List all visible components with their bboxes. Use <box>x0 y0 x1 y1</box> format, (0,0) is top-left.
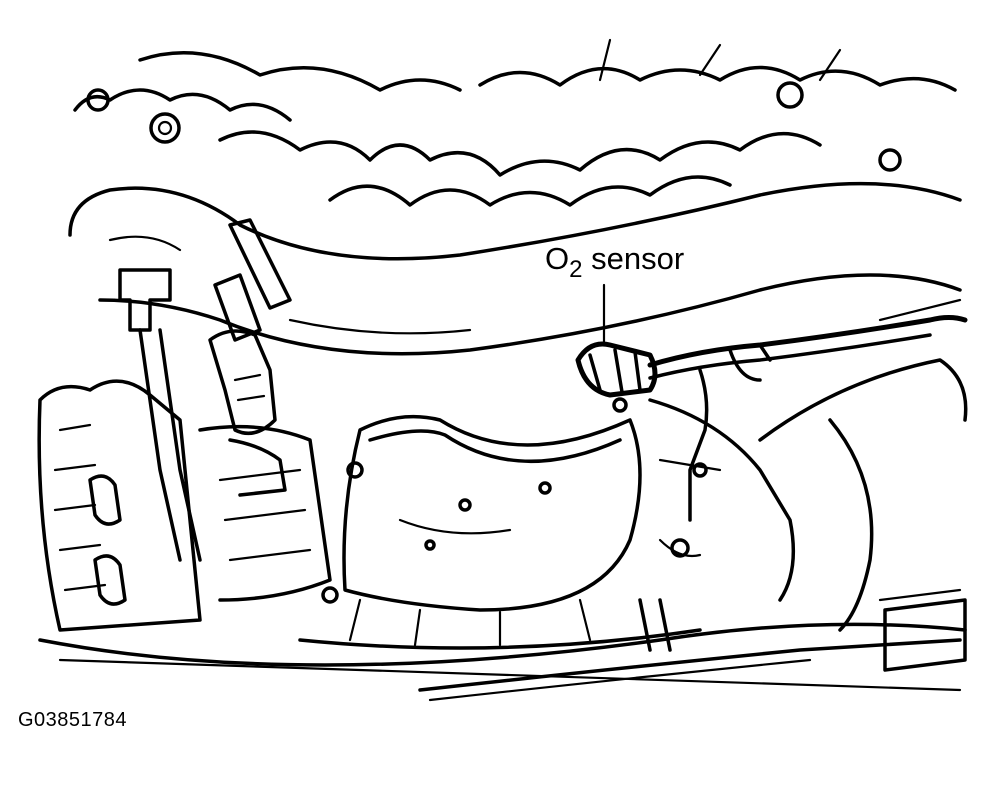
pipes-and-hoses-lower <box>298 598 962 702</box>
figure-id: G03851784 <box>18 709 128 731</box>
connector-plug <box>208 329 287 497</box>
o2-sensor-label-subscript: 2 <box>569 256 583 283</box>
drawing-frame-edges <box>38 622 967 692</box>
upper-radiator-hose <box>68 181 962 356</box>
alternator <box>37 379 332 632</box>
o2-sensor-label-prefix: O <box>545 241 570 276</box>
o2-sensor <box>575 315 968 522</box>
stud-bolts <box>321 397 708 604</box>
exhaust-manifold-heat-shield <box>342 414 642 647</box>
o2-sensor-label: O2 sensor <box>545 241 685 282</box>
wiring-harness-clips <box>118 218 292 562</box>
lower-structure <box>648 298 968 672</box>
intake-manifold <box>73 38 957 207</box>
o2-sensor-label-suffix: sensor <box>582 241 685 276</box>
